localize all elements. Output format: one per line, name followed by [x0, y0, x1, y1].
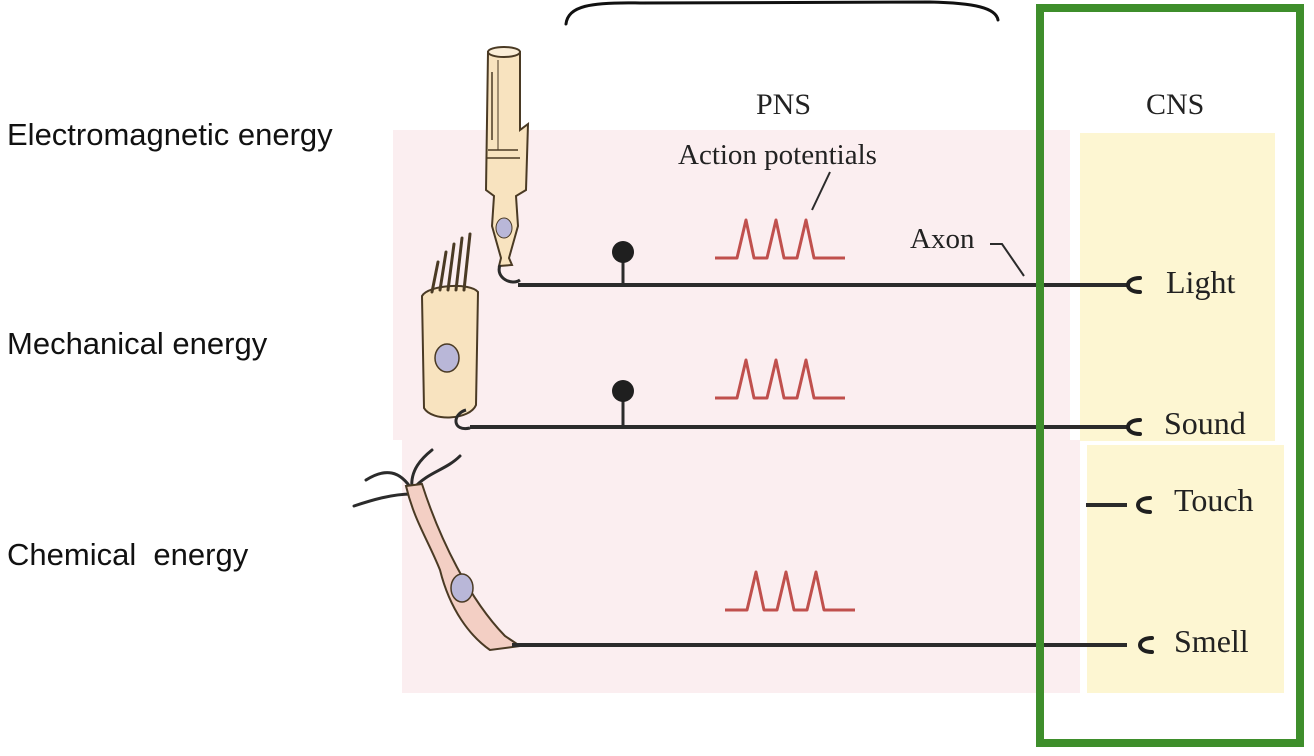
cns-highlight-box: [1036, 4, 1304, 747]
cns-region-lower: [1087, 445, 1284, 693]
terminal-smell: [1138, 636, 1154, 654]
ganglion-cell-sound: [612, 380, 634, 427]
label-pns: PNS: [756, 88, 812, 121]
action-potentials-leader: [811, 171, 831, 211]
label-chemical-energy: Chemical energy: [7, 537, 249, 572]
label-sense-smell: Smell: [1174, 623, 1249, 659]
brace-stroke: [564, 0, 1000, 26]
label-cns: CNS: [1146, 88, 1205, 121]
label-action-potentials: Action potentials: [678, 139, 877, 171]
terminal-sound: [1126, 418, 1142, 436]
hair-cell: [420, 232, 480, 431]
pns-region-lower: [402, 440, 1080, 693]
hair-cell-nucleus: [434, 343, 460, 373]
spikes-light: [715, 218, 845, 260]
axon-leader: [990, 243, 1025, 277]
spikes-smell: [725, 570, 855, 612]
terminal-touch: [1136, 496, 1152, 514]
spikes-sound: [715, 358, 845, 400]
label-sense-touch: Touch: [1174, 482, 1254, 518]
label-axon: Axon: [910, 223, 975, 255]
olfactory-neuron: [352, 448, 523, 652]
ganglion-cell-light: [612, 241, 634, 285]
label-sense-light: Light: [1166, 264, 1236, 300]
label-mechanical-energy: Mechanical energy: [7, 326, 268, 361]
terminal-light: [1126, 276, 1142, 294]
label-sense-sound: Sound: [1164, 405, 1246, 441]
photoreceptor-cell: [484, 46, 530, 284]
photoreceptor-nucleus: [495, 217, 513, 239]
label-electromagnetic-energy: Electromagnetic energy: [7, 117, 333, 152]
olfactory-nucleus: [450, 573, 474, 603]
